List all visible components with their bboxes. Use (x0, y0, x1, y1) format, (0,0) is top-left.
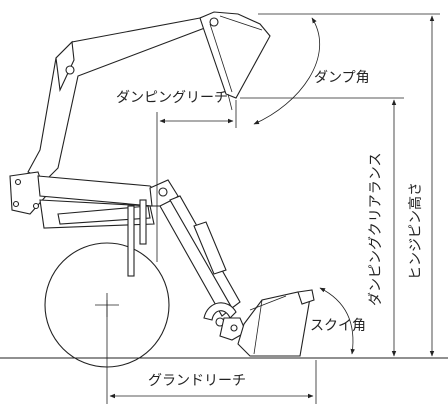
link-rods (127, 199, 147, 277)
ground-bucket (237, 289, 315, 357)
dump-angle-label: ダンプ角 (314, 70, 370, 86)
crowd-angle-label: スクイ角 (310, 318, 366, 334)
lift-arm (159, 195, 241, 317)
ground-reach-label: グランドリーチ (148, 373, 246, 389)
bucket-pivot (203, 302, 247, 341)
hinge-pin-height-label: ヒンジピン高さ (407, 182, 424, 280)
dump-angle-marker (227, 17, 321, 125)
raised-bucket (199, 11, 271, 99)
dumping-clearance-label: ダンピングクリアランス (368, 153, 384, 306)
hinge-pin-height-dimension (258, 13, 440, 359)
crowd-angle-marker (319, 287, 355, 355)
dumping-reach-label: ダンピングリーチ (116, 90, 228, 106)
ground-reach-dimension (106, 300, 317, 404)
loader-frame (9, 171, 163, 229)
dumping-reach-dimension (156, 100, 237, 262)
